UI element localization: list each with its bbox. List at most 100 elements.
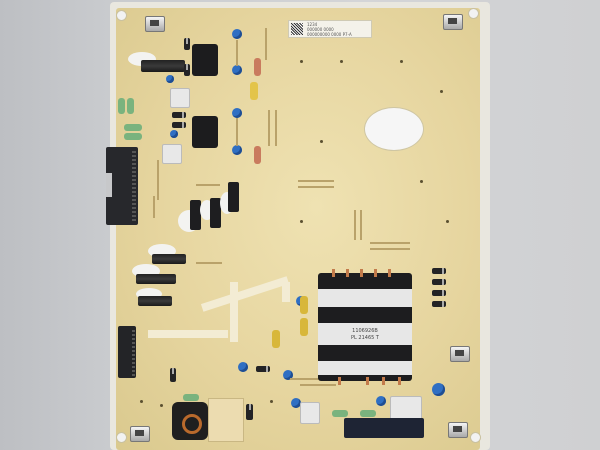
jumper-wire [275,110,277,146]
jumper-wire [153,196,155,218]
jumper-wire [157,160,159,200]
ceramic-capacitor [166,75,174,83]
diode [184,64,190,76]
resistor [300,318,308,336]
ceramic-capacitor [376,396,386,406]
white-component [300,402,320,424]
ceramic-capacitor [291,398,301,408]
jumper-wire [354,210,356,240]
transformer-code: 1106926B [352,328,378,334]
electrolytic-capacitor [136,274,176,284]
output-connector [118,326,136,378]
x-capacitor [208,398,244,442]
resistor [332,410,348,417]
ceramic-capacitor [170,130,178,138]
via [420,180,423,183]
jumper-wire [370,248,410,250]
ceramic-capacitor [232,65,242,75]
trace [148,330,228,338]
power-transistor [190,200,201,230]
ground-clip [443,14,463,30]
electrolytic-capacitor-bank [344,418,424,438]
via [140,400,143,403]
resistor [272,330,280,348]
jumper-wire [298,180,334,182]
jumper-wire [265,28,267,60]
ground-clip [145,16,165,32]
via [446,220,449,223]
diode [184,38,190,50]
diode [432,301,446,307]
optocoupler [192,116,218,148]
power-transistor [210,198,221,228]
mounting-hole [468,8,479,19]
resistor [124,133,142,140]
via [300,60,303,63]
diode [170,368,176,382]
jumper-wire [268,110,270,146]
diode [172,122,186,128]
white-component [170,88,190,108]
jumper-wire [370,242,410,244]
pcb-board [116,8,480,450]
white-component [162,144,182,164]
diode [256,366,270,372]
serial-sticker: 1234 000000 0000 000000000 0000 P7-A [288,20,372,38]
resistor [254,58,261,76]
jumper-wire [360,210,362,240]
transformer-code: PL 21465 T [351,335,379,341]
board-cutout [364,107,424,151]
via [270,400,273,403]
ground-clip [450,346,470,362]
jumper-wire [300,384,336,386]
resistor [183,394,199,401]
via [160,404,163,407]
diode [246,404,253,420]
toroid-inductor [172,402,208,440]
jumper-wire [196,184,220,186]
jumper-wire [236,40,238,66]
via [300,220,303,223]
electrolytic-capacitor [138,296,172,306]
resistor [254,146,261,164]
resistor [250,82,258,100]
transformer: 1106926B PL 21465 T [318,269,412,385]
resistor [127,98,134,114]
via [320,140,323,143]
diode [432,279,446,285]
diode [432,290,446,296]
electrolytic-capacitor [141,60,185,72]
qr-code [291,23,303,35]
ribbon-connector [106,147,138,225]
mounting-hole [116,432,127,443]
jumper-wire [290,378,336,380]
optocoupler [192,44,218,76]
resistor [360,410,376,417]
ground-clip [130,426,150,442]
ceramic-capacitor [232,29,242,39]
trace [230,282,238,342]
ceramic-capacitor [283,370,293,380]
ground-clip [448,422,468,438]
power-transistor [228,182,239,212]
mounting-hole [116,10,127,21]
diode [172,112,186,118]
ceramic-capacitor [232,108,242,118]
resistor [118,98,125,114]
diode [432,268,446,274]
jumper-wire [196,262,222,264]
via [440,90,443,93]
electrolytic-capacitor [152,254,186,264]
ceramic-capacitor [432,383,445,396]
via [400,60,403,63]
resistor [124,124,142,131]
resistor [300,296,308,314]
trace [282,282,290,302]
via [340,60,343,63]
ceramic-capacitor [232,145,242,155]
jumper-wire [236,118,238,146]
film-capacitor [390,396,422,420]
jumper-wire [298,186,334,188]
ceramic-capacitor [238,362,248,372]
mounting-hole [470,432,481,443]
